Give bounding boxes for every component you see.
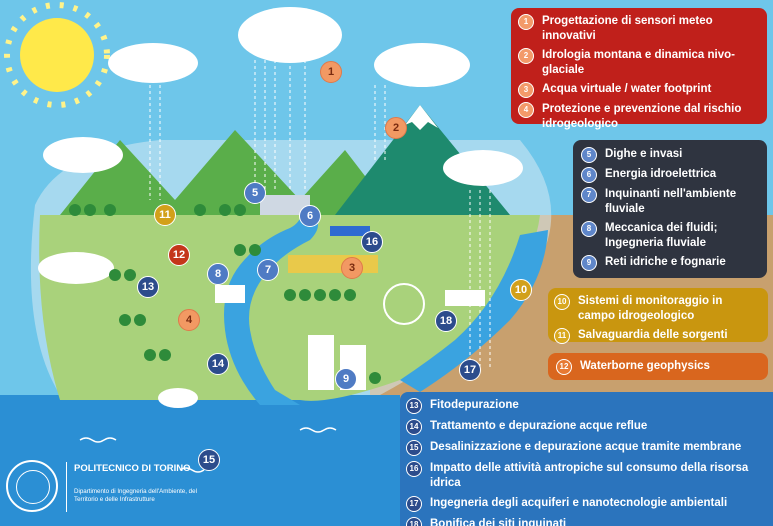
legend-text: Waterborne geophysics xyxy=(580,360,710,372)
legend-number: 10 xyxy=(554,294,570,310)
crop-field xyxy=(288,255,378,273)
legend-number: 9 xyxy=(581,255,597,271)
marker-16: 16 xyxy=(361,231,383,253)
legend-item-7: 7 Inquinanti nell'ambiente fluviale xyxy=(581,187,759,217)
university-logo: POLITECNICO DI TORINO Dipartimento di In… xyxy=(6,460,216,520)
legend-text: Trattamento e depurazione acque reflue xyxy=(430,420,648,432)
legend-text: Inquinanti nell'ambiente fluviale xyxy=(605,188,737,215)
department-name: Dipartimento di Ingegneria dell'Ambiente… xyxy=(74,488,197,503)
marker-12: 12 xyxy=(168,244,190,266)
legend-item-3: 3 Acqua virtuale / water footprint xyxy=(518,82,759,98)
legend-item-5: 5 Dighe e invasi xyxy=(581,147,759,163)
legend-text: Acqua virtuale / water footprint xyxy=(542,83,712,95)
marker-7: 7 xyxy=(257,259,279,281)
legend-item-8: 8 Meccanica dei fluidi; Ingegneria fluvia… xyxy=(581,221,759,251)
marker-15: 15 xyxy=(198,449,220,471)
legend-text: Progettazione di sensori meteo innovativ… xyxy=(542,15,713,42)
legend-text: Impatto delle attività antropiche sul co… xyxy=(430,462,749,489)
legend-panel-blue: 13 Fitodepurazione 14 Trattamento e depura… xyxy=(400,392,773,526)
marker-14: 14 xyxy=(207,353,229,375)
legend-text: Desalinizzazione e depurazione acque tra… xyxy=(430,441,742,453)
legend-number: 18 xyxy=(406,517,422,526)
university-seal-icon xyxy=(6,460,58,512)
legend-text: Bonifica dei siti inquinati xyxy=(430,518,567,526)
sun xyxy=(20,18,94,92)
legend-number: 4 xyxy=(518,102,534,118)
marker-2: 2 xyxy=(385,117,407,139)
legend-number: 3 xyxy=(518,82,534,98)
legend-item-13: 13 Fitodepurazione xyxy=(406,398,767,414)
marker-18: 18 xyxy=(435,310,457,332)
legend-item-6: 6 Energia idroelettrica xyxy=(581,167,759,183)
marker-3: 3 xyxy=(341,257,363,279)
green-mountains xyxy=(60,130,395,215)
legend-number: 14 xyxy=(406,419,422,435)
legend-item-17: 17 Ingegneria degli acquiferi e nanotecno… xyxy=(406,496,767,512)
legend-number: 7 xyxy=(581,187,597,203)
legend-number: 15 xyxy=(406,440,422,456)
solar-panels xyxy=(330,226,370,236)
marker-6: 6 xyxy=(299,205,321,227)
legend-text: Reti idriche e fognarie xyxy=(605,256,726,268)
legend-panel-red: 1 Progettazione di sensori meteo innovati… xyxy=(511,8,767,130)
legend-item-18: 18 Bonifica dei siti inquinati xyxy=(406,517,767,526)
marker-8: 8 xyxy=(207,263,229,285)
legend-text: Idrologia montana e dinamica nivo-glacia… xyxy=(542,49,735,76)
legend-item-12: 12 Waterborne geophysics xyxy=(556,359,760,375)
legend-text: Protezione e prevenzione dal rischio idr… xyxy=(542,103,742,130)
marker-13: 13 xyxy=(137,276,159,298)
aquifer-river xyxy=(400,230,548,392)
legend-item-14: 14 Trattamento e depurazione acque reflue xyxy=(406,419,767,435)
legend-number: 13 xyxy=(406,398,422,414)
marker-11: 11 xyxy=(154,204,176,226)
legend-item-1: 1 Progettazione di sensori meteo innovati… xyxy=(518,14,759,44)
legend-text: Fitodepurazione xyxy=(430,399,519,411)
ferris-wheel xyxy=(383,283,425,325)
marker-5: 5 xyxy=(244,182,266,204)
legend-text: Sistemi di monitoraggio in campo idrogeo… xyxy=(578,295,723,322)
legend-number: 5 xyxy=(581,147,597,163)
legend-number: 17 xyxy=(406,496,422,512)
legend-text: Salvaguardia delle sorgenti xyxy=(578,329,728,341)
legend-item-9: 9 Reti idriche e fognarie xyxy=(581,255,759,271)
clouds xyxy=(38,7,523,408)
legend-item-15: 15 Desalinizzazione e depurazione acque t… xyxy=(406,440,767,456)
marker-1: 1 xyxy=(320,61,342,83)
marker-9: 9 xyxy=(335,368,357,390)
logo-divider xyxy=(66,462,67,512)
legend-item-16: 16 Impatto delle attività antropiche sul … xyxy=(406,461,767,491)
legend-text: Ingegneria degli acquiferi e nanotecnolo… xyxy=(430,497,728,509)
legend-number: 16 xyxy=(406,461,422,477)
legend-item-11: 11 Salvaguardia delle sorgenti xyxy=(554,328,760,344)
legend-number: 12 xyxy=(556,359,572,375)
legend-panel-orange: 12 Waterborne geophysics xyxy=(548,353,768,380)
legend-panel-dark: 5 Dighe e invasi 6 Energia idroelettrica 7… xyxy=(573,140,767,278)
legend-panel-gold: 10 Sistemi di monitoraggio in campo idrog… xyxy=(548,288,768,344)
legend-text: Dighe e invasi xyxy=(605,148,683,160)
dam xyxy=(260,195,310,215)
university-name: POLITECNICO DI TORINO xyxy=(74,463,191,474)
legend-item-4: 4 Protezione e prevenzione dal rischio id… xyxy=(518,102,759,132)
legend-number: 1 xyxy=(518,14,534,30)
snowy-mountain xyxy=(335,105,510,215)
marker-17: 17 xyxy=(459,359,481,381)
legend-number: 6 xyxy=(581,167,597,183)
legend-number: 8 xyxy=(581,221,597,237)
legend-item-10: 10 Sistemi di monitoraggio in campo idrog… xyxy=(554,294,760,324)
legend-item-2: 2 Idrologia montana e dinamica nivo-glaci… xyxy=(518,48,759,78)
legend-text: Energia idroelettrica xyxy=(605,168,717,180)
marker-4: 4 xyxy=(178,309,200,331)
river xyxy=(224,205,318,405)
legend-number: 2 xyxy=(518,48,534,64)
legend-number: 11 xyxy=(554,328,570,344)
marker-10: 10 xyxy=(510,279,532,301)
sun-rays xyxy=(4,2,110,108)
mountain-snowcap xyxy=(405,105,438,130)
legend-text: Meccanica dei fluidi; Ingegneria fluvial… xyxy=(605,222,718,249)
sea-waves xyxy=(79,427,337,473)
